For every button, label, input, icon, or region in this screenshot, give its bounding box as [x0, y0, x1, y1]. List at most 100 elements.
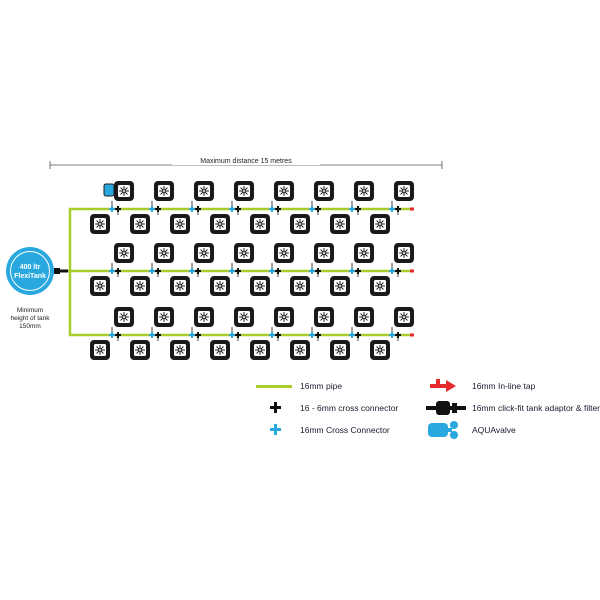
cross-connector-16mm [109, 332, 115, 338]
pot-row2-bottom-4 [209, 275, 231, 297]
cross-connector-small [115, 332, 121, 338]
connectors-layer [109, 201, 401, 341]
aquavalve-icon [422, 420, 468, 440]
aquavalve [103, 183, 115, 197]
cross-connector-small [115, 206, 121, 212]
dimension-indicator: Maximum distance 15 metres [49, 155, 443, 169]
tank-height-note-line1: Minimum [17, 307, 43, 314]
dimension-label: Maximum distance 15 metres [200, 158, 292, 165]
blue-cross-icon [250, 420, 296, 440]
pot-row1-bottom-8 [369, 213, 391, 235]
pot-row3-top-7 [353, 306, 375, 328]
cross-connector-16mm [389, 332, 395, 338]
cross-connector-16mm [149, 268, 155, 274]
cross-connector-16mm [309, 332, 315, 338]
cross-connector-small [315, 268, 321, 274]
cross-connector-16mm [309, 268, 315, 274]
inline-tap-row1 [410, 207, 414, 211]
cross-connector-small [275, 268, 281, 274]
legend-label-adaptor: 16mm click-fit tank adaptor & filter [472, 403, 600, 413]
pot-row3-top-1 [113, 306, 135, 328]
cross-connector-16mm [349, 206, 355, 212]
legend-item-adaptor: 16mm click-fit tank adaptor & filter [422, 398, 600, 418]
pot-row2-top-5 [273, 242, 295, 264]
pot-row1-top-4 [233, 180, 255, 202]
flexitank: 400 ltr FlexiTank [6, 247, 54, 295]
pot-row3-bottom-7 [329, 339, 351, 361]
pot-row2-bottom-5 [249, 275, 271, 297]
pot-row1-bottom-6 [289, 213, 311, 235]
cross-connector-small [235, 206, 241, 212]
cross-connector-small [155, 268, 161, 274]
black-cross-icon [250, 398, 296, 418]
pot-row3-bottom-3 [169, 339, 191, 361]
cross-connector-small [355, 268, 361, 274]
inline-tap-row3 [410, 333, 414, 337]
cross-connector-small [315, 332, 321, 338]
inline-taps [410, 207, 414, 337]
tank-capacity-label: 400 ltr [20, 264, 41, 271]
pot-row1-top-6 [313, 180, 335, 202]
pot-row2-bottom-8 [369, 275, 391, 297]
cross-connector-small [315, 206, 321, 212]
cross-connector-16mm [229, 268, 235, 274]
pot-row1-bottom-7 [329, 213, 351, 235]
cross-connector-16mm [189, 206, 195, 212]
cross-connector-small [235, 332, 241, 338]
pot-row1-bottom-2 [129, 213, 151, 235]
cross-connector-small [115, 268, 121, 274]
legend-label-tap: 16mm In-line tap [472, 381, 536, 391]
pot-row2-top-1 [113, 242, 135, 264]
cross-connector-small [195, 268, 201, 274]
cross-connector-small [155, 206, 161, 212]
pot-row1-bottom-1 [89, 213, 111, 235]
cross-connector-small [395, 268, 401, 274]
pot-row2-top-7 [353, 242, 375, 264]
cross-connector-16mm [309, 206, 315, 212]
cross-connector-16mm [389, 206, 395, 212]
cross-connector-16mm [229, 332, 235, 338]
cross-connector-16mm [229, 206, 235, 212]
pot-row1-top-2 [153, 180, 175, 202]
tank-height-note-line3: 150mm [19, 323, 41, 330]
pot-row2-top-6 [313, 242, 335, 264]
pot-row1-top-1 [113, 180, 135, 202]
cross-connector-small [195, 206, 201, 212]
legend-item-pipe: 16mm pipe [250, 376, 342, 396]
legend-label-valve: AQUAvalve [472, 425, 516, 435]
adaptor-filter-icon [422, 398, 468, 418]
cross-connector-small [235, 268, 241, 274]
pot-row3-top-6 [313, 306, 335, 328]
cross-connector-small [155, 332, 161, 338]
cross-connector-16mm [349, 332, 355, 338]
cross-connector-small [395, 206, 401, 212]
cross-connector-16mm [269, 332, 275, 338]
cross-connector-16mm [109, 206, 115, 212]
pot-row1-top-8 [393, 180, 415, 202]
pot-row2-top-4 [233, 242, 255, 264]
pot-row1-bottom-4 [209, 213, 231, 235]
cross-connector-small [275, 206, 281, 212]
legend-item-cross-16mm: 16mm Cross Connector [250, 420, 390, 440]
pot-row1-top-5 [273, 180, 295, 202]
pot-row3-bottom-8 [369, 339, 391, 361]
cross-connector-small [395, 332, 401, 338]
red-tap-icon [422, 376, 468, 396]
legend-label-cross-16mm: 16mm Cross Connector [300, 425, 390, 435]
cross-connector-16mm [389, 268, 395, 274]
pot-row1-bottom-5 [249, 213, 271, 235]
legend-item-valve: AQUAvalve [422, 420, 516, 440]
pot-row1-top-7 [353, 180, 375, 202]
cross-connector-16mm [109, 268, 115, 274]
pot-row2-bottom-2 [129, 275, 151, 297]
pot-row2-top-2 [153, 242, 175, 264]
cross-connector-small [275, 332, 281, 338]
cross-connector-small [355, 206, 361, 212]
pipe-symbol [250, 376, 296, 396]
cross-connector-16mm [269, 206, 275, 212]
pot-row1-top-3 [193, 180, 215, 202]
pot-row2-bottom-3 [169, 275, 191, 297]
cross-connector-16mm [189, 268, 195, 274]
cross-connector-16mm [349, 268, 355, 274]
pot-row2-top-8 [393, 242, 415, 264]
